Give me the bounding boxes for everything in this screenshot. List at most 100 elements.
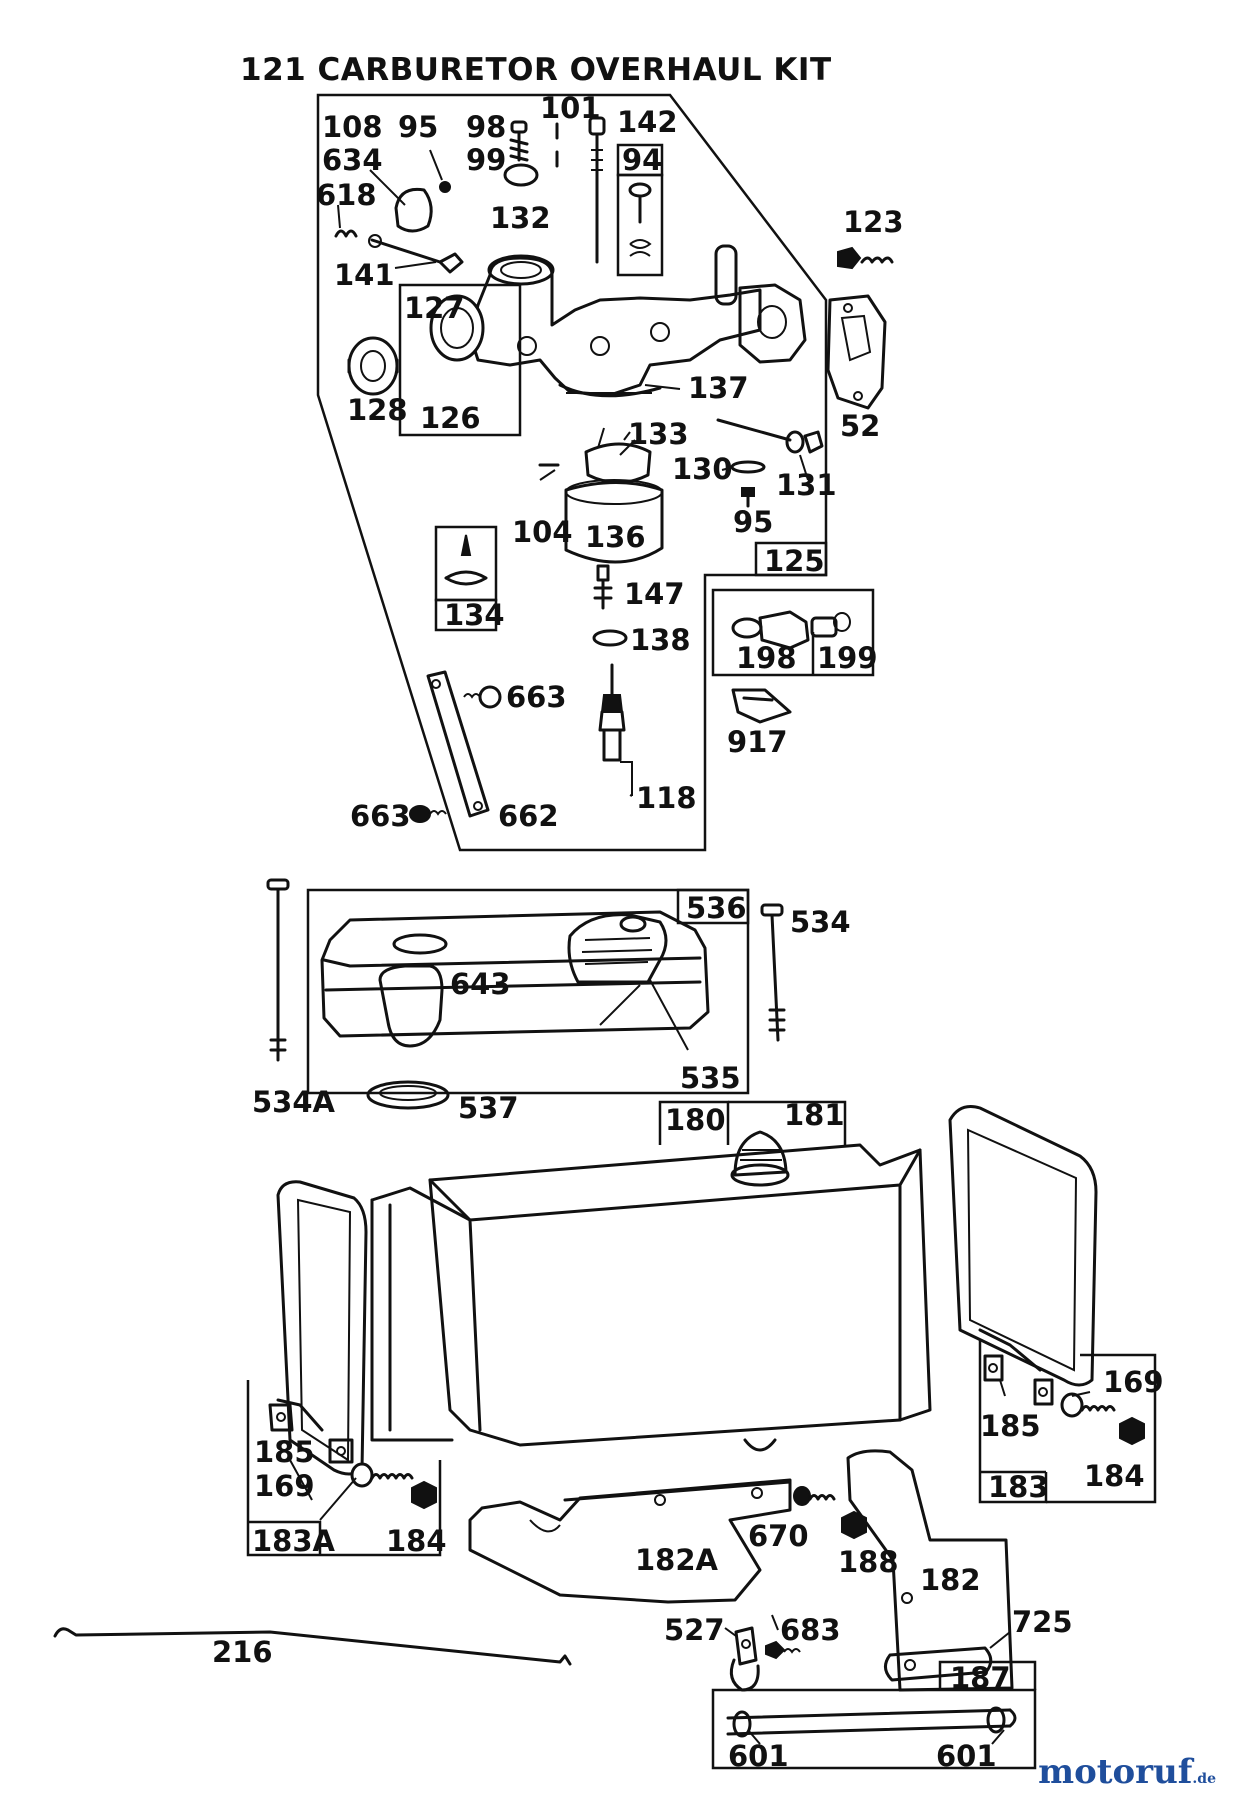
label-663-lower: 663 bbox=[350, 799, 411, 833]
label-917: 917 bbox=[727, 725, 788, 759]
part-94-screw bbox=[628, 182, 652, 257]
watermark-logo: motoruf.de bbox=[1038, 1752, 1216, 1792]
label-601-left: 601 bbox=[728, 1739, 789, 1773]
part-box-536 bbox=[676, 888, 750, 925]
part-136-float-bowl bbox=[564, 427, 664, 564]
leader-lines bbox=[289, 149, 1091, 1637]
part-663-screw-lower bbox=[409, 805, 447, 823]
part-182a-bracket bbox=[468, 1478, 792, 1604]
label-534: 534 bbox=[790, 905, 851, 939]
part-box-183a bbox=[246, 1380, 320, 1557]
label-169-right: 169 bbox=[1103, 1365, 1164, 1399]
part-180-fuel-tank bbox=[370, 1143, 932, 1452]
label-183a: 183A bbox=[252, 1524, 336, 1558]
part-95-screw-lower bbox=[741, 487, 755, 508]
part-142-needle-valve bbox=[588, 116, 606, 264]
part-169-washer-right bbox=[1060, 1392, 1084, 1418]
label-134: 134 bbox=[444, 598, 505, 632]
part-box-187-label bbox=[938, 1660, 1037, 1690]
part-216-link-rod bbox=[53, 1627, 572, 1666]
carburetor-kit-outline bbox=[316, 93, 828, 852]
label-643: 643 bbox=[450, 967, 511, 1001]
part-601-clamp-left bbox=[732, 1710, 761, 1745]
part-box-183-side bbox=[980, 1353, 1157, 1504]
part-147-seat bbox=[593, 564, 613, 610]
label-536: 536 bbox=[686, 891, 747, 925]
label-128: 128 bbox=[347, 393, 408, 427]
label-527: 527 bbox=[664, 1613, 725, 1647]
label-182: 182 bbox=[920, 1563, 981, 1597]
part-183-strap-right bbox=[948, 1105, 1098, 1387]
part-725-hose bbox=[884, 1631, 1011, 1682]
label-180: 180 bbox=[665, 1103, 726, 1137]
part-box-187 bbox=[711, 1688, 1037, 1770]
part-184-screw-right bbox=[1080, 1405, 1145, 1446]
label-618: 618 bbox=[316, 178, 377, 212]
part-131-throttle-shaft bbox=[716, 418, 824, 454]
part-labels: 108 634 95 98 99 101 142 94 132 618 141 … bbox=[212, 91, 1164, 1773]
part-108-choke-plate bbox=[394, 181, 451, 233]
part-670-washer bbox=[793, 1486, 836, 1506]
part-662-link bbox=[426, 670, 490, 818]
label-99: 99 bbox=[466, 143, 506, 177]
label-535: 535 bbox=[680, 1061, 741, 1095]
part-187-fuel-line bbox=[726, 1708, 1017, 1736]
label-683: 683 bbox=[780, 1613, 841, 1647]
label-216: 216 bbox=[212, 1635, 273, 1669]
label-662: 662 bbox=[498, 799, 559, 833]
part-198-fuel-valve bbox=[731, 610, 851, 650]
label-725: 725 bbox=[1012, 1605, 1073, 1639]
part-537-gasket bbox=[366, 1080, 450, 1110]
part-188-screw bbox=[841, 1510, 867, 1540]
label-187: 187 bbox=[950, 1661, 1011, 1695]
label-147: 147 bbox=[624, 577, 685, 611]
part-917-clip bbox=[731, 688, 792, 724]
part-52-gasket bbox=[826, 294, 887, 410]
part-98-screw bbox=[503, 120, 539, 187]
part-box-126 bbox=[398, 283, 522, 437]
label-534a: 534A bbox=[252, 1085, 336, 1119]
part-128-bushing bbox=[347, 336, 399, 396]
label-138: 138 bbox=[630, 623, 691, 657]
label-185-right: 185 bbox=[980, 1409, 1041, 1443]
part-box-181 bbox=[728, 1100, 847, 1145]
label-199: 199 bbox=[817, 641, 878, 675]
part-534a-screw bbox=[266, 878, 290, 1062]
part-169-washer-left bbox=[350, 1462, 374, 1488]
part-535-filter-element bbox=[567, 913, 689, 1051]
label-136: 136 bbox=[585, 520, 646, 554]
label-123: 123 bbox=[843, 205, 904, 239]
part-185-bracket-left bbox=[268, 1403, 354, 1464]
label-198: 198 bbox=[736, 641, 797, 675]
label-169-left: 169 bbox=[254, 1469, 315, 1503]
label-108: 108 bbox=[322, 110, 383, 144]
label-537: 537 bbox=[458, 1091, 519, 1125]
part-663-screw-upper bbox=[463, 685, 502, 709]
label-104: 104 bbox=[512, 515, 573, 549]
label-133: 133 bbox=[628, 417, 689, 451]
part-box-94-body bbox=[616, 173, 664, 277]
part-134-needle-clip bbox=[444, 534, 488, 586]
label-670: 670 bbox=[748, 1519, 809, 1553]
part-box-198-199 bbox=[711, 588, 875, 677]
label-663-upper: 663 bbox=[506, 680, 567, 714]
label-98: 98 bbox=[466, 110, 506, 144]
label-182a: 182A bbox=[635, 1543, 719, 1577]
label-634: 634 bbox=[322, 143, 383, 177]
label-137: 137 bbox=[688, 371, 749, 405]
part-130-throttle-plate bbox=[730, 460, 766, 474]
label-188: 188 bbox=[838, 1545, 899, 1579]
label-130: 130 bbox=[672, 452, 733, 486]
label-601-right: 601 bbox=[936, 1739, 997, 1773]
label-95-lower: 95 bbox=[733, 505, 773, 539]
diagram-title: 121 CARBURETOR OVERHAUL KIT bbox=[240, 52, 832, 88]
label-118: 118 bbox=[636, 781, 697, 815]
part-box-180 bbox=[658, 1100, 730, 1145]
label-127: 127 bbox=[404, 291, 465, 325]
part-box-air-cleaner bbox=[306, 888, 750, 1095]
label-184-right: 184 bbox=[1084, 1459, 1145, 1493]
label-181: 181 bbox=[784, 1098, 845, 1132]
part-141-choke-shaft bbox=[368, 234, 464, 274]
part-138-washer bbox=[592, 629, 628, 647]
